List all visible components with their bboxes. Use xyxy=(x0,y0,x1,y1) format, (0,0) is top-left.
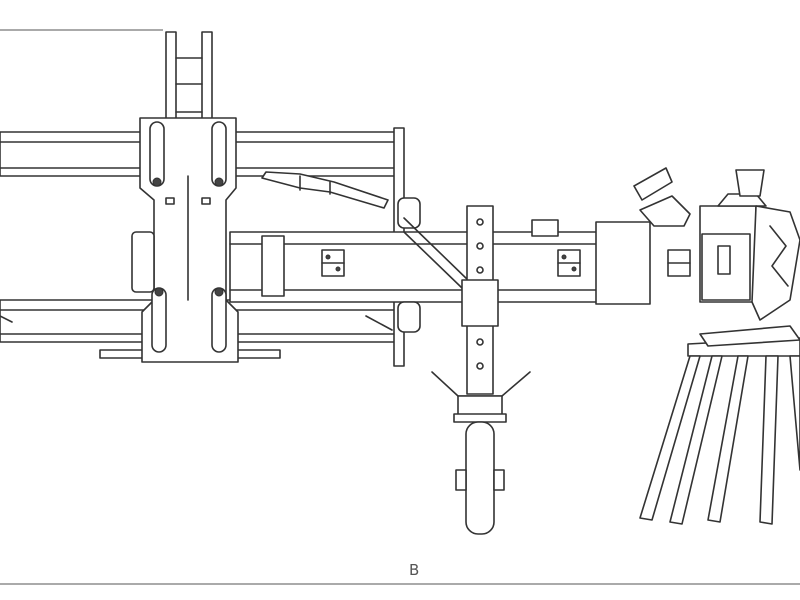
dimension-label: B xyxy=(409,561,420,579)
arm-marker-3 xyxy=(667,249,691,277)
jack-wheel xyxy=(431,371,531,535)
side-lug xyxy=(131,231,155,293)
rotor-tines xyxy=(639,355,800,525)
arm-marker-2 xyxy=(557,249,581,277)
arm-marker-1 xyxy=(321,249,345,277)
diagonal-brace xyxy=(403,217,471,289)
frame-hook xyxy=(365,315,393,331)
left-hook xyxy=(0,315,13,323)
rotor-clamp xyxy=(751,205,800,321)
arm-top-bracket xyxy=(531,219,559,237)
rotor-disc xyxy=(687,325,800,357)
rotor-gearbox xyxy=(633,167,767,303)
jack-stand-post xyxy=(461,205,499,395)
hydraulic-cylinder xyxy=(261,171,421,333)
telescopic-arm xyxy=(229,221,651,305)
u-bolts xyxy=(149,121,227,353)
